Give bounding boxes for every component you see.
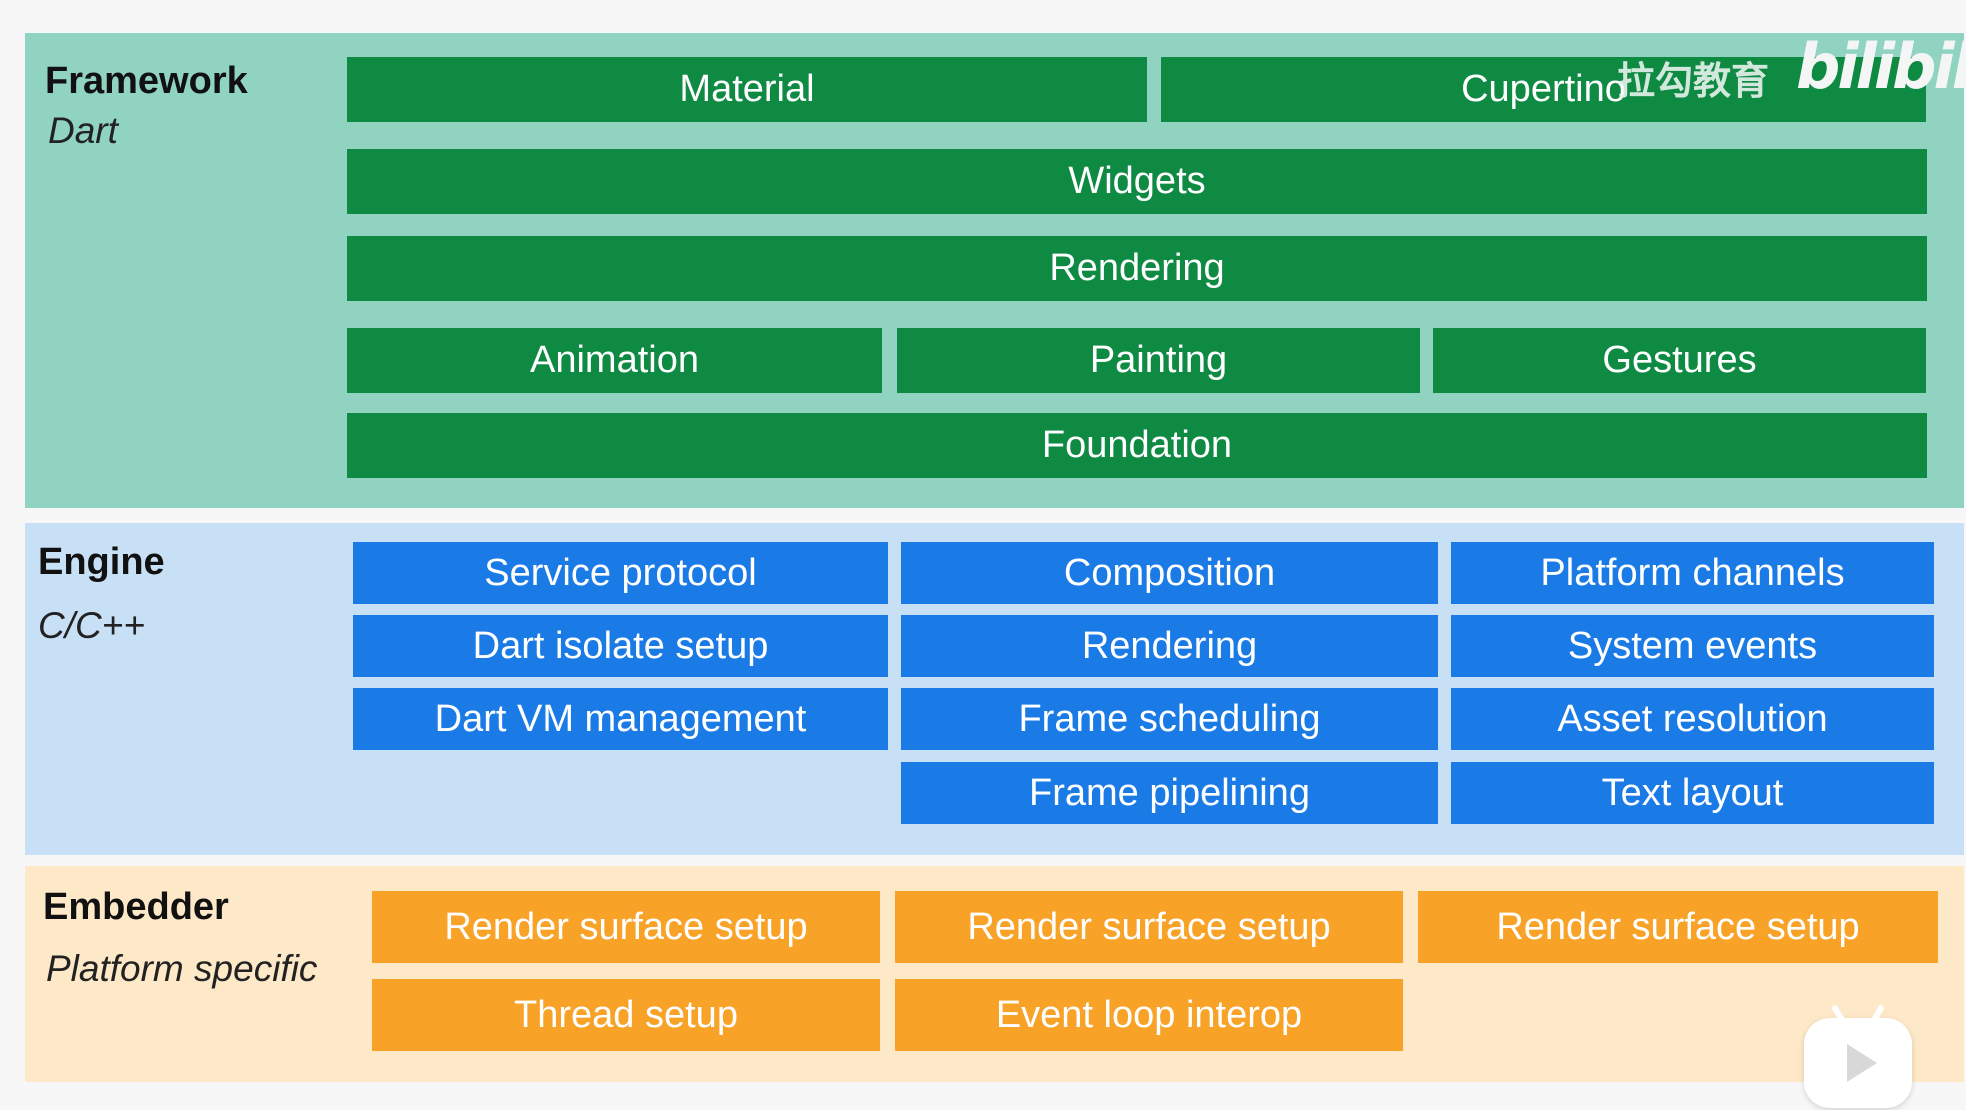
- engine-box-frame-scheduling: Frame scheduling: [901, 688, 1438, 750]
- engine-box-rendering: Rendering: [901, 615, 1438, 677]
- embedder-subtitle: Platform specific: [46, 948, 318, 989]
- play-icon[interactable]: [1804, 1018, 1912, 1108]
- watermark-text: 拉勾教育: [1617, 59, 1770, 103]
- engine-box-system-events: System events: [1451, 615, 1934, 677]
- framework-box-foundation: Foundation: [347, 413, 1927, 478]
- play-triangle-icon: [1847, 1044, 1877, 1082]
- embedder-box-event-loop-interop: Event loop interop: [895, 979, 1403, 1051]
- engine-box-dart-isolate-setup: Dart isolate setup: [353, 615, 888, 677]
- engine-title: Engine: [38, 541, 165, 583]
- framework-box-material: Material: [347, 57, 1147, 122]
- embedder-box-render-surface-setup-3: Render surface setup: [1418, 891, 1938, 963]
- engine-box-platform-channels: Platform channels: [1451, 542, 1934, 604]
- engine-box-service-protocol: Service protocol: [353, 542, 888, 604]
- engine-box-composition: Composition: [901, 542, 1438, 604]
- engine-box-frame-pipelining: Frame pipelining: [901, 762, 1438, 824]
- engine-box-dart-vm-management: Dart VM management: [353, 688, 888, 750]
- framework-box-rendering: Rendering: [347, 236, 1927, 301]
- framework-subtitle: Dart: [48, 110, 118, 151]
- bilibili-logo: bilibili: [1796, 30, 1966, 103]
- framework-box-animation: Animation: [347, 328, 882, 393]
- engine-subtitle: C/C++: [38, 605, 145, 646]
- framework-box-gestures: Gestures: [1433, 328, 1926, 393]
- framework-title: Framework: [45, 60, 248, 102]
- embedder-box-thread-setup: Thread setup: [372, 979, 880, 1051]
- framework-box-painting: Painting: [897, 328, 1420, 393]
- engine-box-text-layout: Text layout: [1451, 762, 1934, 824]
- embedder-title: Embedder: [43, 886, 229, 928]
- framework-box-widgets: Widgets: [347, 149, 1927, 214]
- framework-box-cupertino: Cupertino: [1161, 57, 1926, 122]
- embedder-box-render-surface-setup-2: Render surface setup: [895, 891, 1403, 963]
- engine-box-asset-resolution: Asset resolution: [1451, 688, 1934, 750]
- embedder-box-render-surface-setup-1: Render surface setup: [372, 891, 880, 963]
